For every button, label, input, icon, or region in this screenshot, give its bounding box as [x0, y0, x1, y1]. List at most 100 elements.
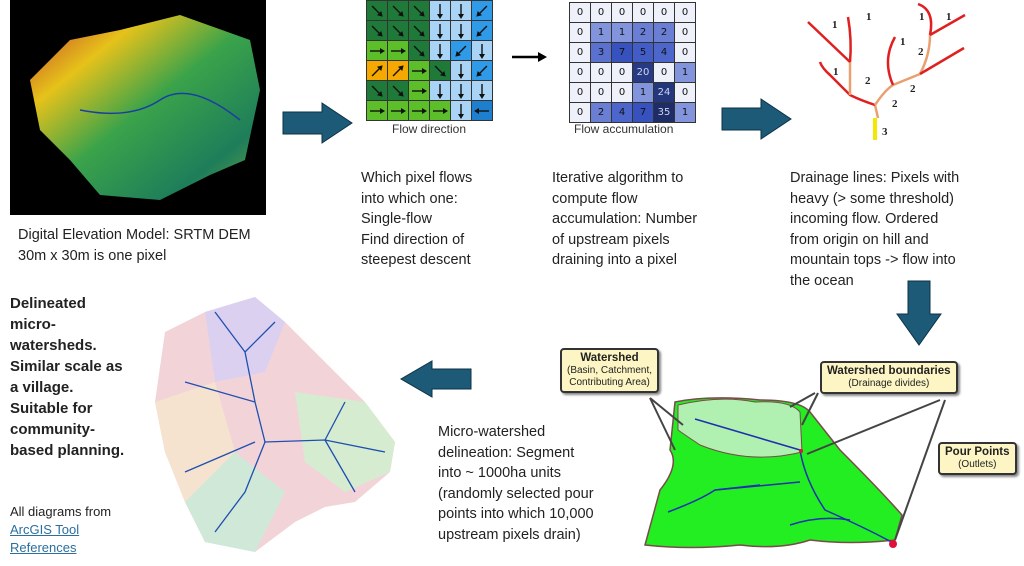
- flow-accumulation-cell: 5: [633, 43, 653, 62]
- flow-direction-cell: [367, 61, 387, 80]
- flow-direction-cell: [472, 81, 492, 100]
- arrow-se-icon: [413, 25, 425, 37]
- flow-accumulation-cell: 0: [612, 3, 632, 22]
- flow-accumulation-cell: 2: [633, 23, 653, 42]
- right-arrow-2: [721, 98, 792, 140]
- flow-direction-cell: [430, 21, 450, 40]
- arrow-e-icon: [370, 47, 385, 54]
- flow-direction-cell: [388, 1, 408, 20]
- flow-direction-cell: [472, 61, 492, 80]
- flow-direction-cell: [430, 101, 450, 120]
- svg-text:1: 1: [832, 19, 838, 31]
- flow-direction-cell: [367, 41, 387, 60]
- flow-accumulation-cell: 0: [675, 43, 695, 62]
- flow-direction-cell: [367, 21, 387, 40]
- flow-accumulation-caption: Flow accumulation: [574, 122, 674, 136]
- arrow-sw-icon: [476, 5, 488, 17]
- flow-accumulation-cell: 1: [675, 63, 695, 82]
- flow-accumulation-cell: 4: [654, 43, 674, 62]
- arrow-se-icon: [392, 5, 404, 17]
- flow-accumulation-cell: 0: [591, 3, 611, 22]
- flow-accumulation-cell: 0: [654, 3, 674, 22]
- arrow-s-icon: [479, 83, 485, 99]
- flow-accumulation-cell: 0: [675, 83, 695, 102]
- watershed-callout: Watershed(Basin, Catchment,Contributing …: [560, 348, 660, 393]
- down-arrow: [896, 280, 942, 346]
- arrow-s-icon: [458, 3, 464, 19]
- flow-accumulation-cell: 2: [591, 103, 611, 122]
- arrow-sw-icon: [476, 65, 488, 77]
- flow-accumulation-cell: 0: [570, 3, 590, 22]
- flow-direction-cell: [367, 101, 387, 120]
- watershed-diagram: [644, 392, 946, 549]
- svg-text:1: 1: [919, 11, 925, 23]
- arrow-ne-icon: [371, 64, 383, 76]
- flow-accumulation-cell: 0: [591, 63, 611, 82]
- flow-accumulation-cell: 0: [570, 23, 590, 42]
- arrow-e-icon: [370, 107, 385, 114]
- flow-accumulation-cell: 0: [570, 63, 590, 82]
- arrow-e-icon: [412, 107, 427, 114]
- arrow-sw-icon: [455, 45, 467, 57]
- flow-accumulation-cell: 0: [570, 43, 590, 62]
- arrow-s-icon: [458, 63, 464, 79]
- flow-direction-cell: [451, 61, 471, 80]
- arrow-w-icon: [474, 107, 489, 114]
- arrow-s-icon: [458, 23, 464, 39]
- arrow-s-icon: [479, 43, 485, 59]
- arrow-s-icon: [437, 23, 443, 39]
- flow-direction-cell: [409, 61, 429, 80]
- svg-text:3: 3: [882, 126, 888, 138]
- flow-accumulation-cell: 0: [633, 3, 653, 22]
- flow-direction-cell: [451, 101, 471, 120]
- flow-direction-cell: [388, 81, 408, 100]
- arrow-e-icon: [433, 107, 448, 114]
- arrow-se-icon: [413, 5, 425, 17]
- flow-direction-cell: [409, 81, 429, 100]
- svg-text:1: 1: [866, 11, 872, 23]
- svg-text:1: 1: [946, 11, 952, 23]
- arrow-e-icon: [412, 67, 427, 74]
- micro-watershed-map: [155, 297, 395, 552]
- left-arrow: [400, 360, 472, 398]
- arrow-e-icon: [412, 87, 427, 94]
- flow-accumulation-cell: 2: [654, 23, 674, 42]
- flow-accumulation-cell: 0: [654, 63, 674, 82]
- arrow-se-icon: [371, 85, 383, 97]
- arrow-se-icon: [371, 25, 383, 37]
- flow-direction-cell: [388, 61, 408, 80]
- flow-accumulation-cell: 35: [654, 103, 674, 122]
- arrow-s-icon: [437, 3, 443, 19]
- flow-direction-cell: [388, 101, 408, 120]
- arrow-se-icon: [371, 5, 383, 17]
- flow-accumulation-cell: 4: [612, 103, 632, 122]
- flow-direction-grid: [366, 0, 493, 121]
- flow-accumulation-cell: 0: [591, 83, 611, 102]
- flow-direction-cell: [367, 1, 387, 20]
- arrow-se-icon: [434, 65, 446, 77]
- arrow-s-icon: [437, 43, 443, 59]
- flow-direction-cell: [409, 101, 429, 120]
- flow-accumulation-cell: 0: [612, 83, 632, 102]
- flow-accumulation-cell: 0: [570, 103, 590, 122]
- flow-accumulation-cell: 1: [591, 23, 611, 42]
- flow-direction-cell: [409, 41, 429, 60]
- dem-image: [10, 0, 266, 215]
- flow-direction-cell: [409, 21, 429, 40]
- credits: All diagrams from: [10, 504, 112, 519]
- right-arrow-1: [282, 102, 353, 144]
- svg-text:2: 2: [910, 83, 916, 95]
- flow-accumulation-cell: 0: [675, 23, 695, 42]
- flow-accumulation-cell: 0: [570, 83, 590, 102]
- flow-direction-cell: [430, 1, 450, 20]
- flow-direction-cell: [388, 41, 408, 60]
- flow-direction-cell: [451, 1, 471, 20]
